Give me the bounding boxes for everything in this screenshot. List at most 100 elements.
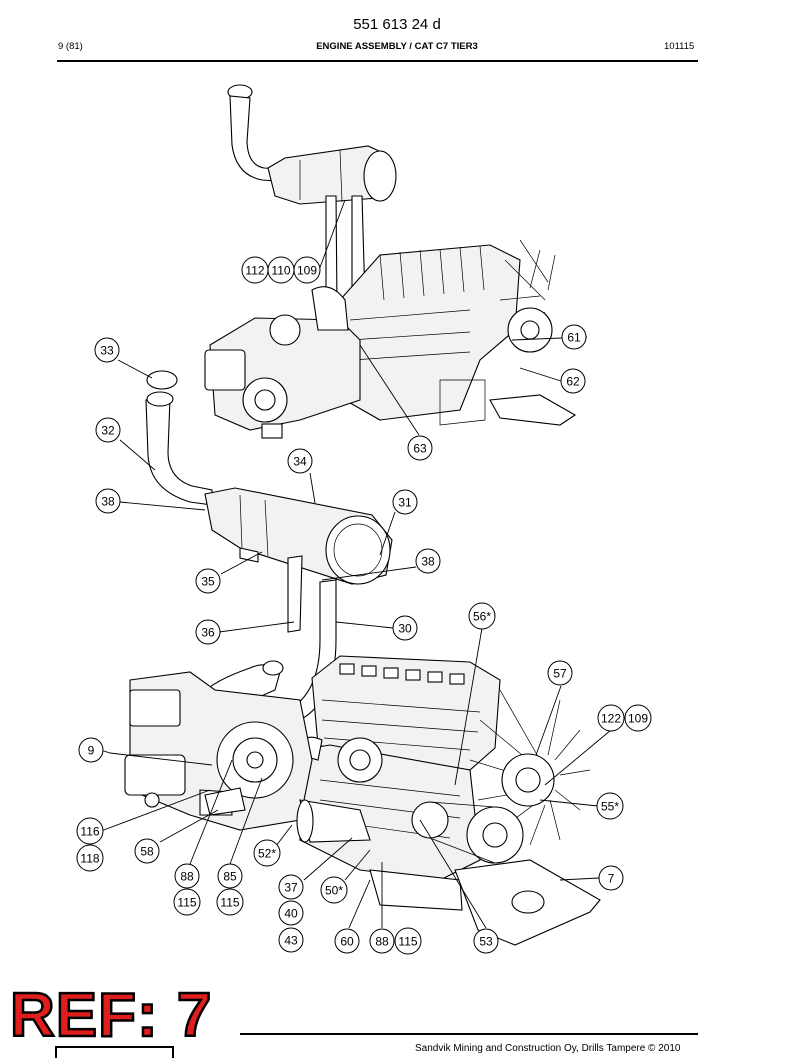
- callout-label: 55*: [601, 800, 619, 814]
- callout-label: 118: [80, 852, 99, 866]
- callout-32: 32: [95, 417, 121, 443]
- callout-circle: [394, 927, 422, 955]
- callout-88a: 88: [174, 863, 200, 889]
- callout-label: 34: [293, 455, 307, 469]
- callout-circle: [278, 874, 304, 900]
- callout-layer: 112 110 109 61 62 63 33 32 34 38 31 38 35 56* 36 30 57 12…: [76, 256, 652, 955]
- callout-circle: [293, 256, 321, 284]
- callout-circle: [253, 839, 281, 867]
- callout-label: 116: [80, 825, 99, 839]
- callout-label: 38: [101, 495, 115, 509]
- callout-circle: [468, 602, 496, 630]
- callout-circle: [320, 876, 348, 904]
- callout-115a: 115: [173, 888, 201, 916]
- callout-label: 112: [245, 264, 264, 278]
- callout-50: 50*: [320, 876, 348, 904]
- callout-115b: 115: [216, 888, 244, 916]
- callout-circle: [278, 900, 304, 926]
- callout-label: 88: [180, 870, 194, 884]
- callout-110: 110: [267, 256, 295, 284]
- callout-label: 109: [297, 264, 317, 278]
- callout-circle: [473, 928, 499, 954]
- callout-43: 43: [278, 927, 304, 953]
- callout-label: 58: [140, 845, 154, 859]
- callout-label: 7: [608, 872, 615, 886]
- callout-37: 37: [278, 874, 304, 900]
- callout-label: 53: [479, 935, 493, 949]
- callout-circle: [174, 863, 200, 889]
- callout-label: 9: [88, 744, 95, 758]
- callout-circle: [216, 888, 244, 916]
- callout-circle: [560, 368, 586, 394]
- callout-circle: [78, 737, 104, 763]
- callout-label: 115: [220, 896, 239, 910]
- callout-63: 63: [407, 435, 433, 461]
- callout-62: 62: [560, 368, 586, 394]
- callout-label: 40: [284, 907, 298, 921]
- callout-label: 57: [553, 667, 567, 681]
- copyright-notice: Sandvik Mining and Construction Oy, Dril…: [415, 1043, 681, 1054]
- callout-label: 60: [340, 935, 354, 949]
- callout-label: 85: [223, 870, 237, 884]
- callout-122: 122: [597, 704, 625, 732]
- callout-circle: [94, 337, 120, 363]
- callout-57: 57: [547, 660, 573, 686]
- callout-52: 52*: [253, 839, 281, 867]
- callout-label: 61: [567, 331, 581, 345]
- callout-circle: [392, 489, 418, 515]
- header-rule: [57, 60, 698, 62]
- callout-35: 35: [195, 568, 221, 594]
- callout-label: 109: [628, 712, 648, 726]
- callout-circle: [95, 417, 121, 443]
- callout-circle: [195, 619, 221, 645]
- callout-label: 38: [421, 555, 435, 569]
- callout-label: 110: [271, 264, 290, 278]
- callout-88b: 88: [369, 928, 395, 954]
- callout-label: 31: [398, 496, 412, 510]
- callout-61: 61: [561, 324, 587, 350]
- callout-circle: [547, 660, 573, 686]
- callout-circle: [624, 704, 652, 732]
- callout-circle: [95, 488, 121, 514]
- lower-engine-illustration: [124, 370, 601, 946]
- callout-circle: [287, 448, 313, 474]
- upper-engine-illustration: [204, 84, 577, 439]
- callout-circle: [278, 927, 304, 953]
- callout-label: 115: [398, 935, 417, 949]
- callout-56: 56*: [468, 602, 496, 630]
- callout-label: 35: [201, 575, 215, 589]
- callout-label: 122: [601, 712, 621, 726]
- callout-label: 36: [201, 626, 215, 640]
- callout-label: 115: [177, 896, 196, 910]
- callout-7: 7: [598, 865, 624, 891]
- callout-53: 53: [473, 928, 499, 954]
- callout-109b: 109: [624, 704, 652, 732]
- callout-label: 37: [284, 881, 298, 895]
- callout-label: 52*: [258, 847, 276, 861]
- callout-label: 30: [398, 622, 412, 636]
- callout-circle: [597, 704, 625, 732]
- page-title: ENGINE ASSEMBLY / CAT C7 TIER3: [316, 41, 478, 52]
- callout-118: 118: [76, 844, 104, 872]
- callout-circle: [134, 838, 160, 864]
- callout-38b: 38: [415, 548, 441, 574]
- callout-34: 34: [287, 448, 313, 474]
- callout-label: 33: [100, 344, 114, 358]
- callout-33: 33: [94, 337, 120, 363]
- leader-lines: [100, 199, 612, 929]
- callout-circle: [407, 435, 433, 461]
- callout-109a: 109: [293, 256, 321, 284]
- callout-label: 88: [375, 935, 389, 949]
- callout-circle: [76, 844, 104, 872]
- callout-circle: [392, 615, 418, 641]
- callout-55: 55*: [596, 792, 624, 820]
- callout-85: 85: [217, 863, 243, 889]
- document-number: 551 613 24 d: [353, 16, 441, 33]
- callout-58: 58: [134, 838, 160, 864]
- callout-circle: [334, 928, 360, 954]
- callout-label: 43: [284, 934, 298, 948]
- callout-60: 60: [334, 928, 360, 954]
- callout-116: 116: [76, 817, 104, 845]
- callout-36: 36: [195, 619, 221, 645]
